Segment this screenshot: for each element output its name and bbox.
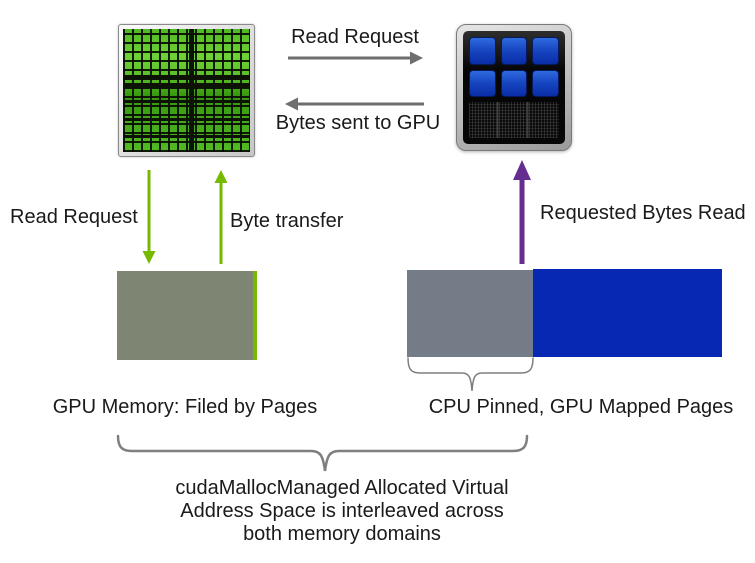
cpu-pinned-block <box>407 270 533 357</box>
die-divider <box>123 83 250 89</box>
cpu-core-icon <box>500 69 528 97</box>
cpu-chip-inner <box>463 31 565 144</box>
die-divider <box>123 74 250 80</box>
gpu-mapped-block <box>533 269 722 357</box>
cpu-chip-icon <box>456 24 572 151</box>
byte-transfer-label: Byte transfer <box>230 210 344 232</box>
gpu-memory-block <box>117 271 257 360</box>
cpu-pinned-caption: CPU Pinned, GPU Mapped Pages <box>428 396 734 418</box>
bottom-caption: cudaMallocManaged Allocated Virtual Addr… <box>150 477 534 546</box>
read-request-down-arrow-icon <box>142 170 156 264</box>
die-divider <box>189 29 195 152</box>
bottom-caption-line3: both memory domains <box>243 523 441 545</box>
requested-bytes-up-arrow-icon <box>513 160 531 264</box>
die-divider <box>123 134 250 138</box>
gpu-die-grid <box>123 29 250 152</box>
cpu-cores-grid <box>469 37 559 97</box>
byte-transfer-up-arrow-icon <box>214 170 228 264</box>
cpu-core-icon <box>532 69 559 97</box>
die-divider <box>123 117 250 121</box>
bottom-brace <box>116 434 529 472</box>
requested-bytes-read-label: Requested Bytes Read <box>540 202 746 224</box>
cpu-memory-texture <box>469 102 559 138</box>
gpu-die-icon <box>118 24 255 157</box>
cpu-core-icon <box>469 37 496 65</box>
bottom-caption-line1: cudaMallocManaged Allocated Virtual <box>175 477 509 499</box>
cpu-pinned-brace <box>407 357 534 392</box>
die-divider <box>123 100 250 104</box>
gpu-memory-caption: GPU Memory: Filed by Pages <box>52 396 318 418</box>
read-request-right-arrow-icon <box>288 51 423 65</box>
cpu-core-icon <box>469 69 496 97</box>
cpu-core-icon <box>500 37 528 65</box>
top-read-request-label: Read Request <box>291 26 419 48</box>
bottom-caption-line2: Address Space is interleaved across <box>180 500 504 522</box>
bytes-sent-label: Bytes sent to GPU <box>275 112 441 134</box>
left-read-request-label: Read Request <box>10 206 138 228</box>
cpu-core-icon <box>532 37 559 65</box>
bytes-sent-left-arrow-icon <box>285 97 424 111</box>
